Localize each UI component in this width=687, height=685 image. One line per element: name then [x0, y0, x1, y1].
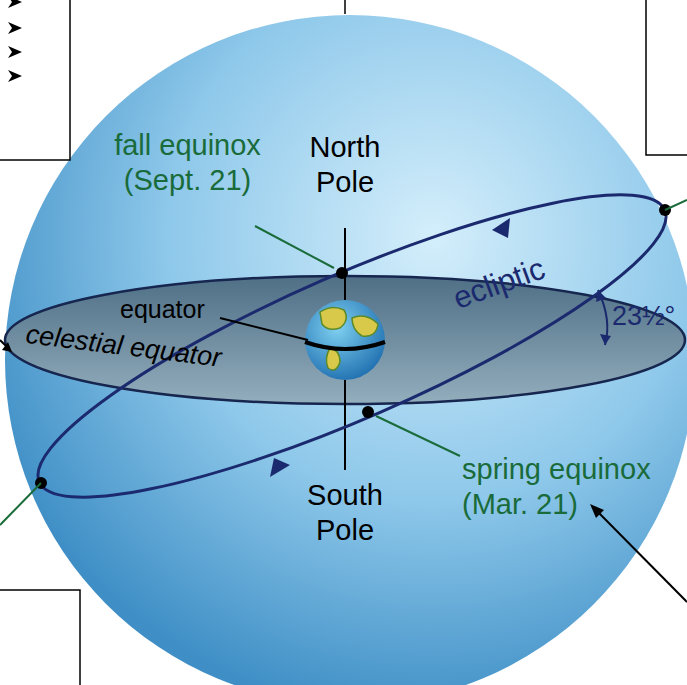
pointer-arrow — [2, 342, 12, 352]
empty-box — [0, 0, 70, 160]
equinox-label: spring equinox (Mar. 21) — [462, 452, 662, 522]
equinox-dot — [336, 267, 348, 279]
pointer-arrow — [590, 504, 604, 518]
axis-north — [344, 228, 346, 300]
equinox-label: fall equinox (Sept. 21) — [100, 128, 275, 198]
sphere — [5, 15, 687, 685]
empty-box — [646, 0, 687, 155]
celestial-equator-label: celestial equator — [24, 318, 286, 382]
angle-arrow — [596, 290, 606, 302]
orbit-arrow — [492, 218, 510, 238]
angle-label: 23½° — [612, 300, 684, 332]
continents — [320, 307, 378, 370]
pole-label: North Pole — [280, 130, 410, 200]
earth — [305, 300, 385, 380]
empty-box — [0, 590, 80, 685]
angle-arrow — [600, 334, 611, 345]
leader-line — [376, 416, 460, 456]
leader-line — [255, 226, 334, 268]
pointer-line — [596, 510, 687, 602]
bullet-symbols — [8, 0, 22, 82]
pointer-line — [344, 0, 346, 14]
leader-line — [220, 318, 308, 340]
earth-equator — [305, 342, 385, 349]
equinox-dot — [362, 406, 374, 418]
pointer-line — [665, 200, 687, 210]
equator-label: equator — [120, 294, 230, 324]
ecliptic-orbit — [11, 144, 687, 548]
ecliptic-label: ecliptic — [448, 234, 592, 317]
pole-label: South Pole — [280, 478, 410, 548]
axis-south — [344, 380, 346, 470]
orbit-arrow — [270, 458, 290, 477]
pointer-line — [0, 483, 41, 525]
